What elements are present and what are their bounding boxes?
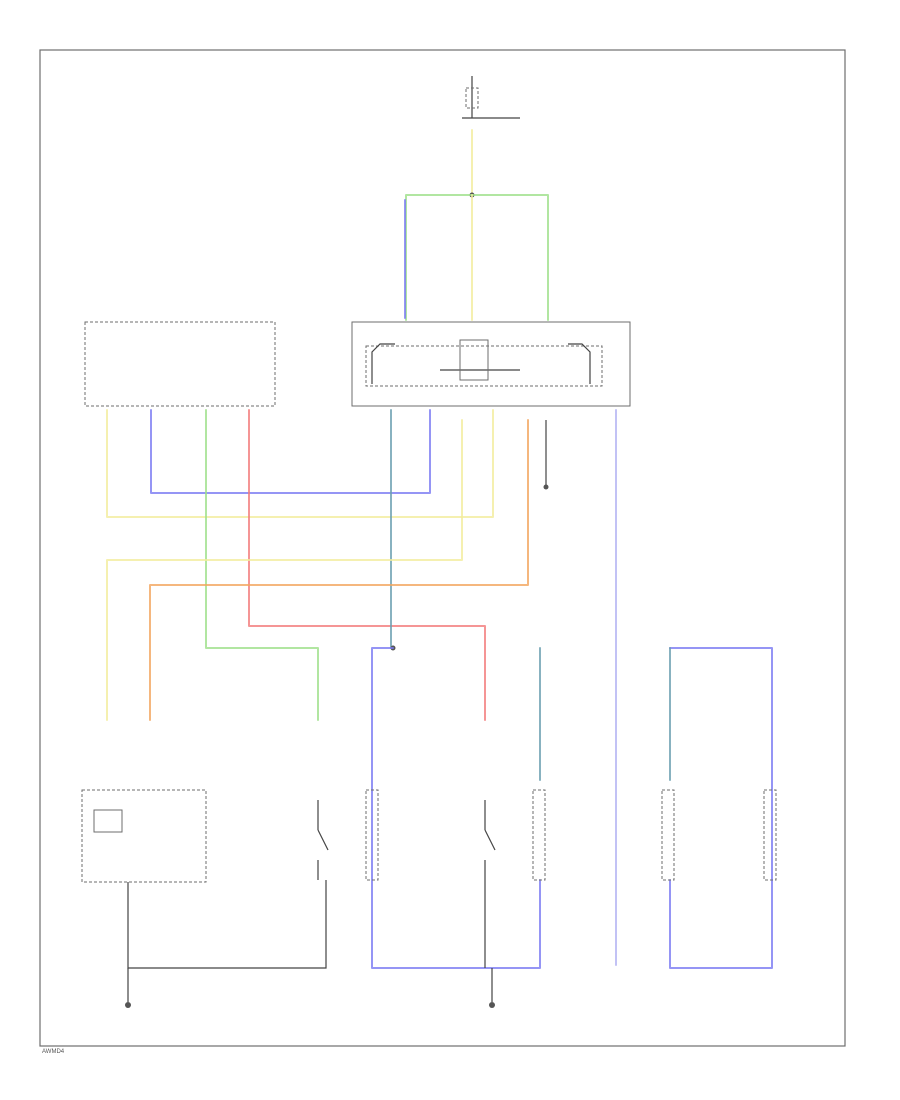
diagram-frame (39, 49, 846, 1047)
lamp-4 (763, 789, 777, 881)
relay-box (81, 789, 207, 883)
feed-left-wire (405, 194, 473, 321)
ground-left (125, 1002, 131, 1008)
control-unit (84, 321, 276, 407)
lamp-1 (365, 789, 379, 881)
ground-right (489, 1002, 495, 1008)
wire-cu-4 (248, 409, 486, 721)
door-switch-left (317, 800, 329, 880)
footer-label: AWMD4 (42, 1049, 65, 1055)
wire-cu-3 (205, 409, 319, 721)
fuse-block (462, 76, 520, 119)
relay-ground-wire (127, 880, 327, 969)
lamp-2 (532, 789, 546, 881)
lamp-3 (661, 789, 675, 881)
feed-right-wire (471, 194, 549, 321)
wire-cu-1 (106, 409, 494, 518)
wire-ms-2 (106, 419, 463, 721)
wire-lamp-loop (669, 647, 773, 969)
wire-door-loop (371, 647, 541, 969)
wire-ms-3 (149, 419, 529, 721)
wire-cu-2 (150, 409, 431, 494)
ground-top (543, 484, 549, 490)
main-switch (351, 321, 631, 407)
door-switch-right (484, 800, 496, 968)
